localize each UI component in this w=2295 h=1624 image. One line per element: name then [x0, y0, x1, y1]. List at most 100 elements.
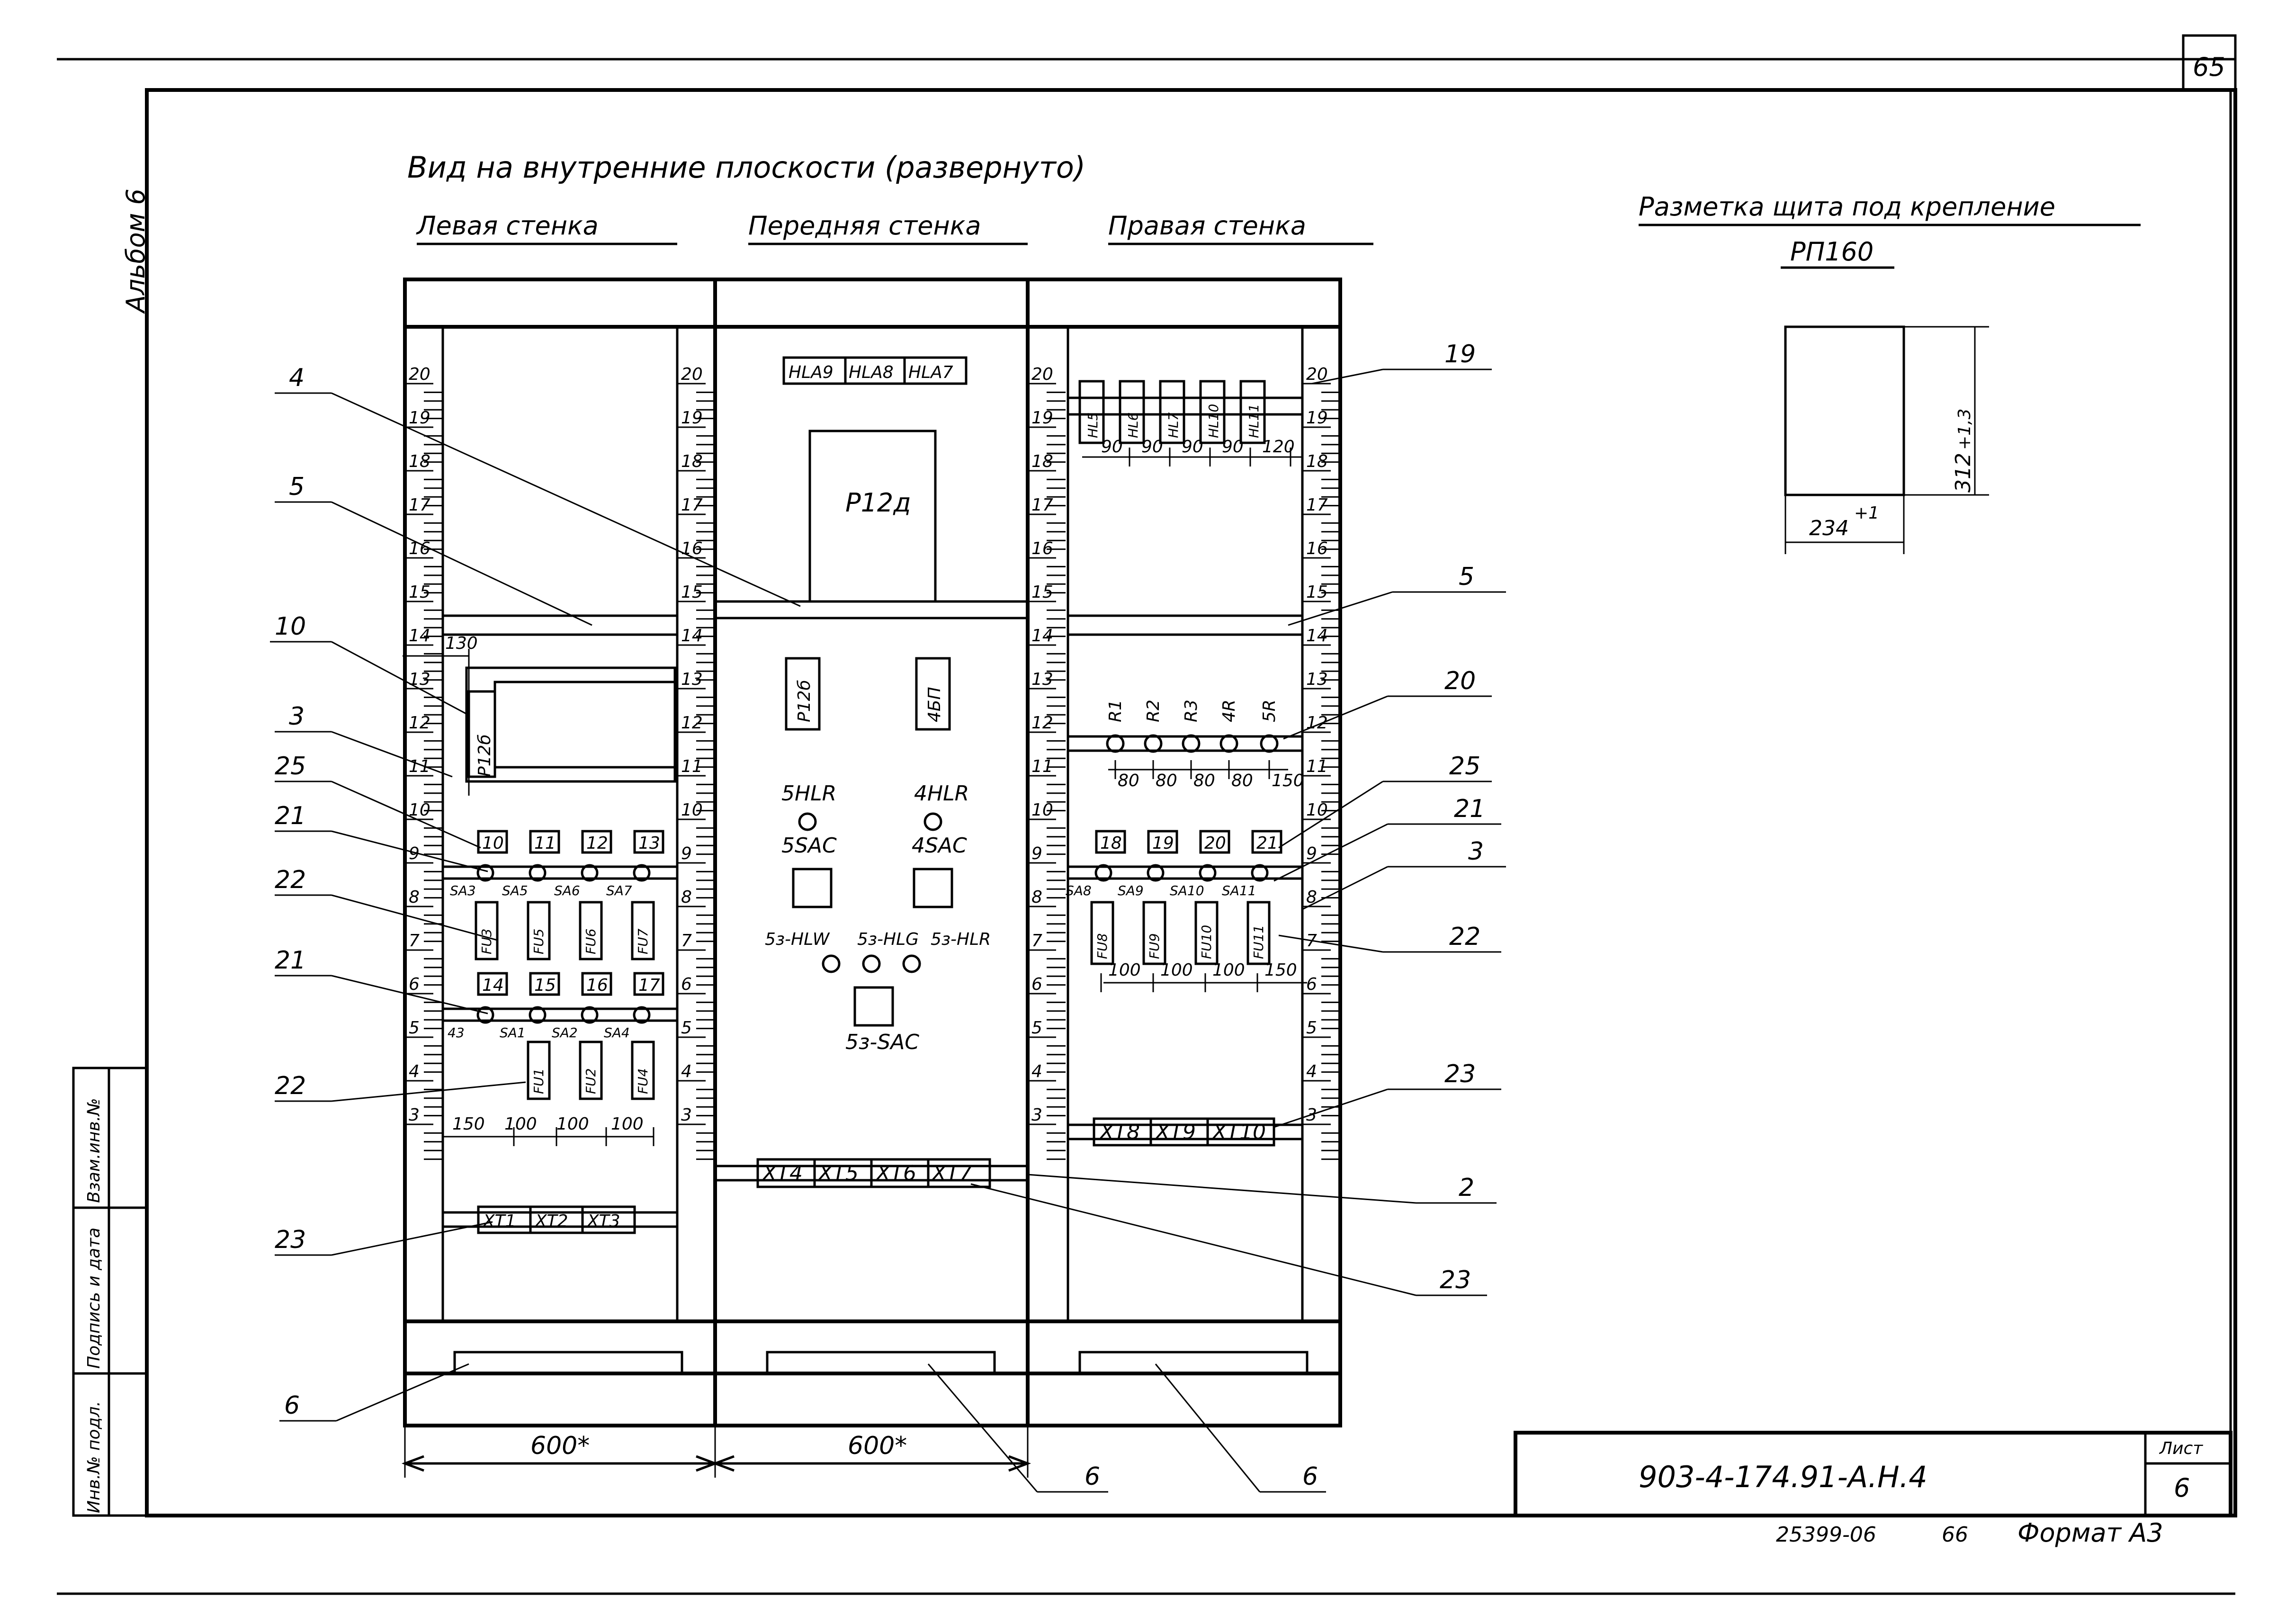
- device-number-box: [1095, 830, 1126, 854]
- right-terminal-block: [1068, 1117, 1302, 1147]
- switch-symbol: [529, 1006, 547, 1024]
- left-dim-line: [443, 1127, 654, 1146]
- scale-tick-label: 3: [1031, 1105, 1042, 1125]
- terminal-xt1: XT1: [482, 1211, 516, 1231]
- callout-23-right-b: 23: [1440, 1266, 1471, 1294]
- scale-tick-label: 10: [409, 800, 430, 820]
- scale-tick-label: 14: [1031, 626, 1053, 646]
- fuse-label: FU7: [635, 928, 651, 954]
- scale-tick-label: 10: [681, 800, 703, 820]
- scale-tick-label: 9: [681, 844, 692, 863]
- switch-symbol: [1094, 864, 1112, 882]
- callout-2: 2: [1459, 1174, 1474, 1202]
- lamp-label: HL5: [1085, 413, 1101, 438]
- resistor-dimension: 80: [1118, 771, 1139, 790]
- front-lamp-4hlr: 4HLR: [914, 781, 969, 806]
- switch-label: SA3: [450, 883, 476, 898]
- scale-tick-label: 7: [1031, 931, 1042, 951]
- scale-tick-label: 4: [1306, 1062, 1317, 1081]
- scale-tick-label: 13: [1031, 670, 1053, 689]
- device-number: 10: [482, 834, 504, 853]
- scale-tick-label: 17: [1306, 495, 1328, 515]
- resistor-label: 4R: [1219, 700, 1239, 722]
- callout-4: 4: [289, 364, 305, 392]
- lamp-symbol: [1159, 380, 1185, 444]
- switch-symbol: [529, 864, 547, 882]
- scale-tick-label: 6: [681, 975, 692, 994]
- scale-tick-label: 19: [681, 408, 703, 428]
- switch-label: SA7: [606, 883, 632, 898]
- scale-tick-label: 11: [1031, 757, 1053, 776]
- switch-symbol: [1199, 864, 1217, 882]
- scale-tick-label: 8: [409, 888, 420, 907]
- terminal-xt10: XT10: [1211, 1120, 1266, 1144]
- lamp-dimension: 90: [1101, 437, 1123, 457]
- left-dim-150: 150: [452, 1114, 485, 1134]
- device-number-box: [581, 972, 612, 996]
- scale-tick-label: 18: [1306, 452, 1328, 471]
- corner-page-number: 65: [2193, 52, 2225, 82]
- scale-tick-label: 15: [1031, 583, 1053, 602]
- callout-5-right: 5: [1459, 563, 1474, 591]
- scale-tick-label: 5: [1306, 1018, 1317, 1038]
- scale-tick-label: 17: [409, 495, 430, 515]
- scale-tick-label: 12: [409, 713, 430, 733]
- stamp-podpis-data: Подпись и дата: [84, 1228, 104, 1369]
- fuse-symbol: [1246, 901, 1271, 965]
- switch-label: SA4: [604, 1025, 630, 1041]
- callout-6-left: 6: [284, 1391, 300, 1420]
- front-lamp-5hlr-symbol: [798, 812, 817, 831]
- front-switch-bottom: 5з-SAC: [845, 1030, 919, 1054]
- scale-tick-label: 11: [1306, 757, 1328, 776]
- scale-tick-label: 16: [1306, 539, 1328, 558]
- album-label: Альбом 6: [121, 188, 151, 314]
- switch-symbol: [581, 864, 599, 882]
- scale-tick-label: 15: [409, 583, 430, 602]
- scale-tick-label: 12: [1031, 713, 1053, 733]
- scale-tick-label: 14: [681, 626, 703, 646]
- device-number-box: [1199, 830, 1230, 854]
- scale-tick-label: 5: [1031, 1018, 1042, 1038]
- lamp-dimension: 90: [1141, 437, 1163, 457]
- device-number: 15: [534, 976, 556, 995]
- switch-symbol: [581, 1006, 599, 1024]
- left-dim-100-c: 100: [611, 1114, 644, 1134]
- resistor-symbol: [1106, 734, 1125, 753]
- front-lamp-hlw: 5з-HLW: [765, 930, 830, 949]
- scale-tick-label: 15: [1306, 583, 1328, 602]
- callout-leaders: [270, 368, 1506, 1493]
- device-number: 16: [586, 976, 608, 995]
- sheet-frame: [57, 34, 2237, 1595]
- front-relay-mid-left-label: Р12б: [795, 680, 814, 722]
- scale-tick-label: 3: [409, 1105, 420, 1125]
- scale-tick-label: 4: [681, 1062, 692, 1081]
- fuse-label: FU2: [583, 1068, 599, 1094]
- resistor-dimension: 80: [1193, 771, 1215, 790]
- device-number: 13: [638, 834, 660, 853]
- fuse-label: FU11: [1251, 925, 1266, 959]
- device-number-box: [633, 972, 664, 996]
- terminal-xt7: XT7: [931, 1161, 972, 1185]
- stamp-column: [72, 1067, 148, 1517]
- device-number-box: [477, 830, 508, 854]
- device-number-box: [529, 972, 560, 996]
- marking-height-dim: 312: [1951, 453, 1975, 493]
- switch-symbol: [1251, 864, 1269, 882]
- scale-tick-label: 12: [1306, 713, 1328, 733]
- left-dim-100-b: 100: [556, 1114, 589, 1134]
- front-switch-5sac-symbol: [792, 868, 833, 908]
- terminal-xt2: XT2: [534, 1211, 568, 1231]
- scale-tick-label: 18: [1031, 452, 1053, 471]
- device-number: 17: [638, 976, 660, 995]
- scale-tick-label: 10: [1306, 800, 1328, 820]
- front-switch-4sac-symbol: [913, 868, 953, 908]
- switch-label: SA6: [554, 883, 580, 898]
- device-number: 14: [482, 976, 504, 995]
- fuse-symbol: [527, 1041, 551, 1100]
- terminal-xt8: XT8: [1099, 1120, 1140, 1144]
- callout-3-right: 3: [1468, 837, 1484, 866]
- scale-tick-label: 14: [1306, 626, 1328, 646]
- front-lamp-hlr-symbol: [902, 954, 921, 973]
